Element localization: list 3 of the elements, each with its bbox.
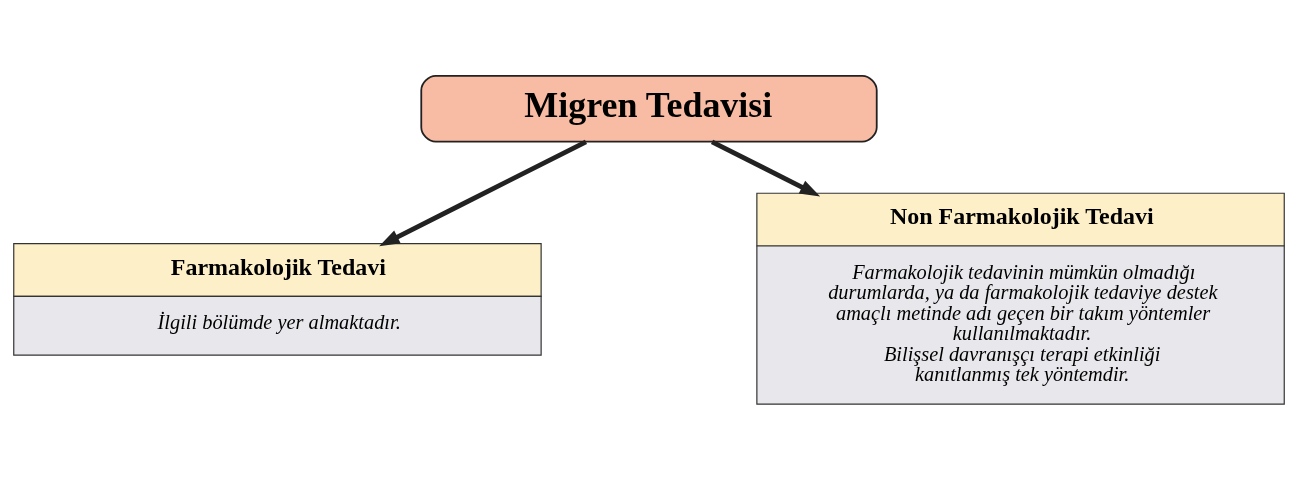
arrow — [710, 139, 821, 197]
node-box: Migren Tedavisi — [420, 74, 878, 143]
arrow — [379, 139, 588, 247]
